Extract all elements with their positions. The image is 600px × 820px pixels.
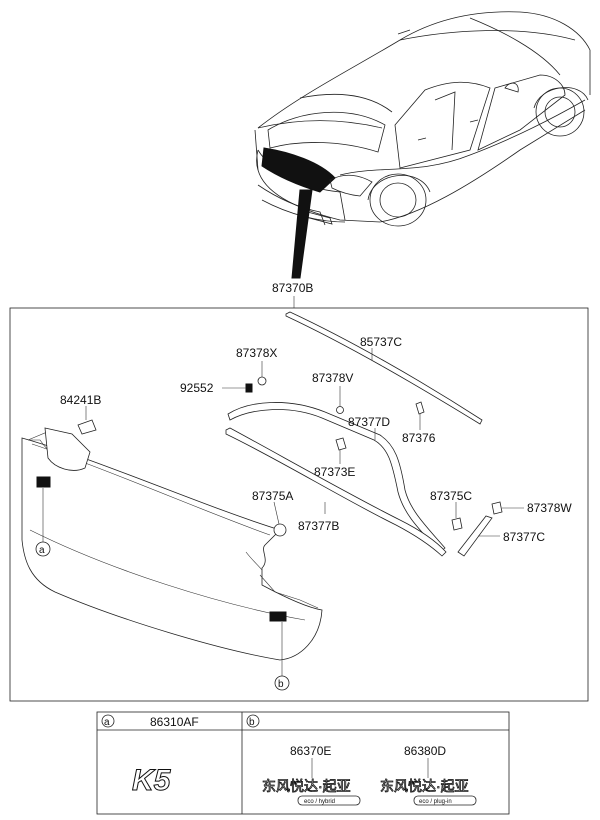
- badge-86370E-sub: eco / hybrid: [304, 799, 335, 805]
- part-87378X-shape: [257, 376, 267, 386]
- badge-86370E-main: 东风悦达·起亚: [262, 778, 351, 794]
- badge-86380D-sub: eco / plug-in: [419, 799, 452, 805]
- label-84241B: 84241B: [60, 393, 101, 407]
- legend-part-86370E: 86370E: [290, 744, 331, 758]
- callout-b: b: [278, 679, 284, 690]
- part-84241B-shape: [77, 419, 97, 435]
- rear-garnish-panel: [21, 427, 323, 661]
- label-87375C: 87375C: [430, 489, 472, 503]
- car-leader-arrow: [291, 189, 313, 279]
- part-87378V-shape: [336, 406, 344, 414]
- label-87377C: 87377C: [503, 530, 545, 544]
- legend-part-86380D: 86380D: [404, 744, 446, 758]
- part-85737C-shape: [285, 311, 483, 425]
- label-87376: 87376: [402, 431, 436, 445]
- badge-86380D-pill: [413, 795, 477, 806]
- part-87373E-shape: [335, 437, 347, 451]
- legend-key-a: a: [104, 717, 110, 728]
- callout-b-circle: [274, 675, 290, 691]
- part-87376-shape: [415, 401, 425, 415]
- badge-86380D-main: 东风悦达·起亚: [380, 778, 469, 794]
- part-87377D-shape: [227, 402, 446, 553]
- label-92552: 92552: [180, 381, 214, 395]
- callout-a: a: [39, 545, 45, 556]
- part-87378W-shape: [491, 501, 503, 515]
- legend-table: [96, 711, 510, 815]
- label-87377B: 87377B: [298, 519, 339, 533]
- label-87370B: 87370B: [272, 281, 313, 295]
- part-92552-shape: [245, 383, 253, 393]
- label-87377D: 87377D: [348, 415, 390, 429]
- label-87375A: 87375A: [252, 489, 293, 503]
- label-87378X: 87378X: [236, 346, 277, 360]
- label-85737C: 85737C: [360, 335, 402, 349]
- legend-part-86310AF: 86310AF: [150, 715, 199, 729]
- part-87375A-shape: [273, 523, 287, 537]
- k5-emblem: K5: [132, 764, 173, 798]
- callout-a-circle: [35, 541, 51, 557]
- badge-86370E-pill: [297, 795, 361, 806]
- leader-87375A: [273, 501, 280, 525]
- label-87378V: 87378V: [312, 371, 353, 385]
- label-a-patch: [36, 476, 51, 488]
- part-87377C-shape: [457, 515, 493, 557]
- parts-box: [9, 307, 589, 702]
- label-87378W: 87378W: [527, 501, 572, 515]
- label-b-patch: [269, 611, 287, 622]
- label-87373E: 87373E: [314, 465, 355, 479]
- part-87375C-shape: [451, 517, 463, 531]
- legend-key-b: b: [249, 717, 255, 728]
- part-87377B-shape: [225, 427, 447, 557]
- k5-emblem-text: K5: [132, 764, 172, 797]
